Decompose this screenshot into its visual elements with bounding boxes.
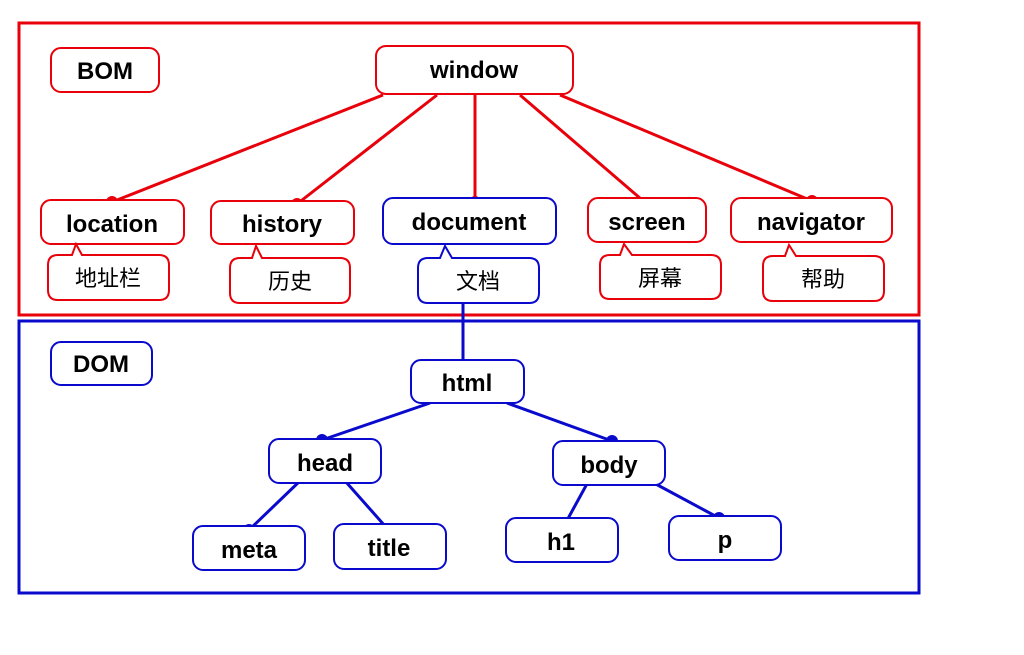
svg-text:screen: screen [608, 209, 685, 236]
title-node: title [333, 523, 447, 570]
window-node: window [375, 45, 574, 95]
svg-text:文档: 文档 [456, 270, 500, 295]
screen-node: screen [587, 197, 707, 243]
dom-connectors [243, 303, 725, 541]
history-callout: 历史 [229, 243, 351, 304]
body-node: body [552, 440, 666, 486]
svg-text:地址栏: 地址栏 [75, 267, 141, 292]
svg-text:DOM: DOM [73, 351, 129, 378]
document-node: document [382, 197, 557, 245]
navigator-node: navigator [730, 197, 893, 243]
dom-label: DOM [50, 341, 153, 386]
meta-node: meta [192, 525, 306, 571]
p-node: p [668, 515, 782, 561]
svg-text:head: head [297, 450, 353, 477]
h1-node: h1 [505, 517, 619, 563]
svg-text:h1: h1 [547, 529, 575, 556]
svg-text:body: body [580, 452, 638, 479]
svg-text:window: window [429, 57, 518, 84]
svg-text:历史: 历史 [268, 270, 312, 295]
svg-text:BOM: BOM [77, 58, 133, 85]
navigator-callout: 帮助 [762, 242, 885, 302]
bom-label: BOM [50, 47, 160, 93]
dom-panel [17, 319, 921, 595]
head-node: head [268, 438, 382, 484]
svg-text:屏幕: 屏幕 [638, 267, 682, 292]
location-callout: 地址栏 [47, 241, 170, 301]
svg-text:title: title [368, 535, 411, 562]
document-callout: 文档 [417, 243, 540, 304]
svg-text:document: document [412, 209, 527, 236]
svg-text:history: history [242, 211, 323, 238]
html-node: html [410, 359, 525, 404]
location-node: location [40, 199, 185, 245]
svg-text:帮助: 帮助 [801, 268, 845, 293]
svg-text:location: location [66, 211, 158, 238]
bom-panel [17, 21, 921, 317]
svg-text:navigator: navigator [757, 209, 865, 236]
bom-connectors [106, 93, 818, 211]
history-node: history [210, 200, 355, 245]
svg-text:html: html [442, 370, 493, 397]
screen-callout: 屏幕 [599, 241, 722, 300]
svg-text:meta: meta [221, 537, 278, 564]
svg-text:p: p [718, 527, 733, 554]
